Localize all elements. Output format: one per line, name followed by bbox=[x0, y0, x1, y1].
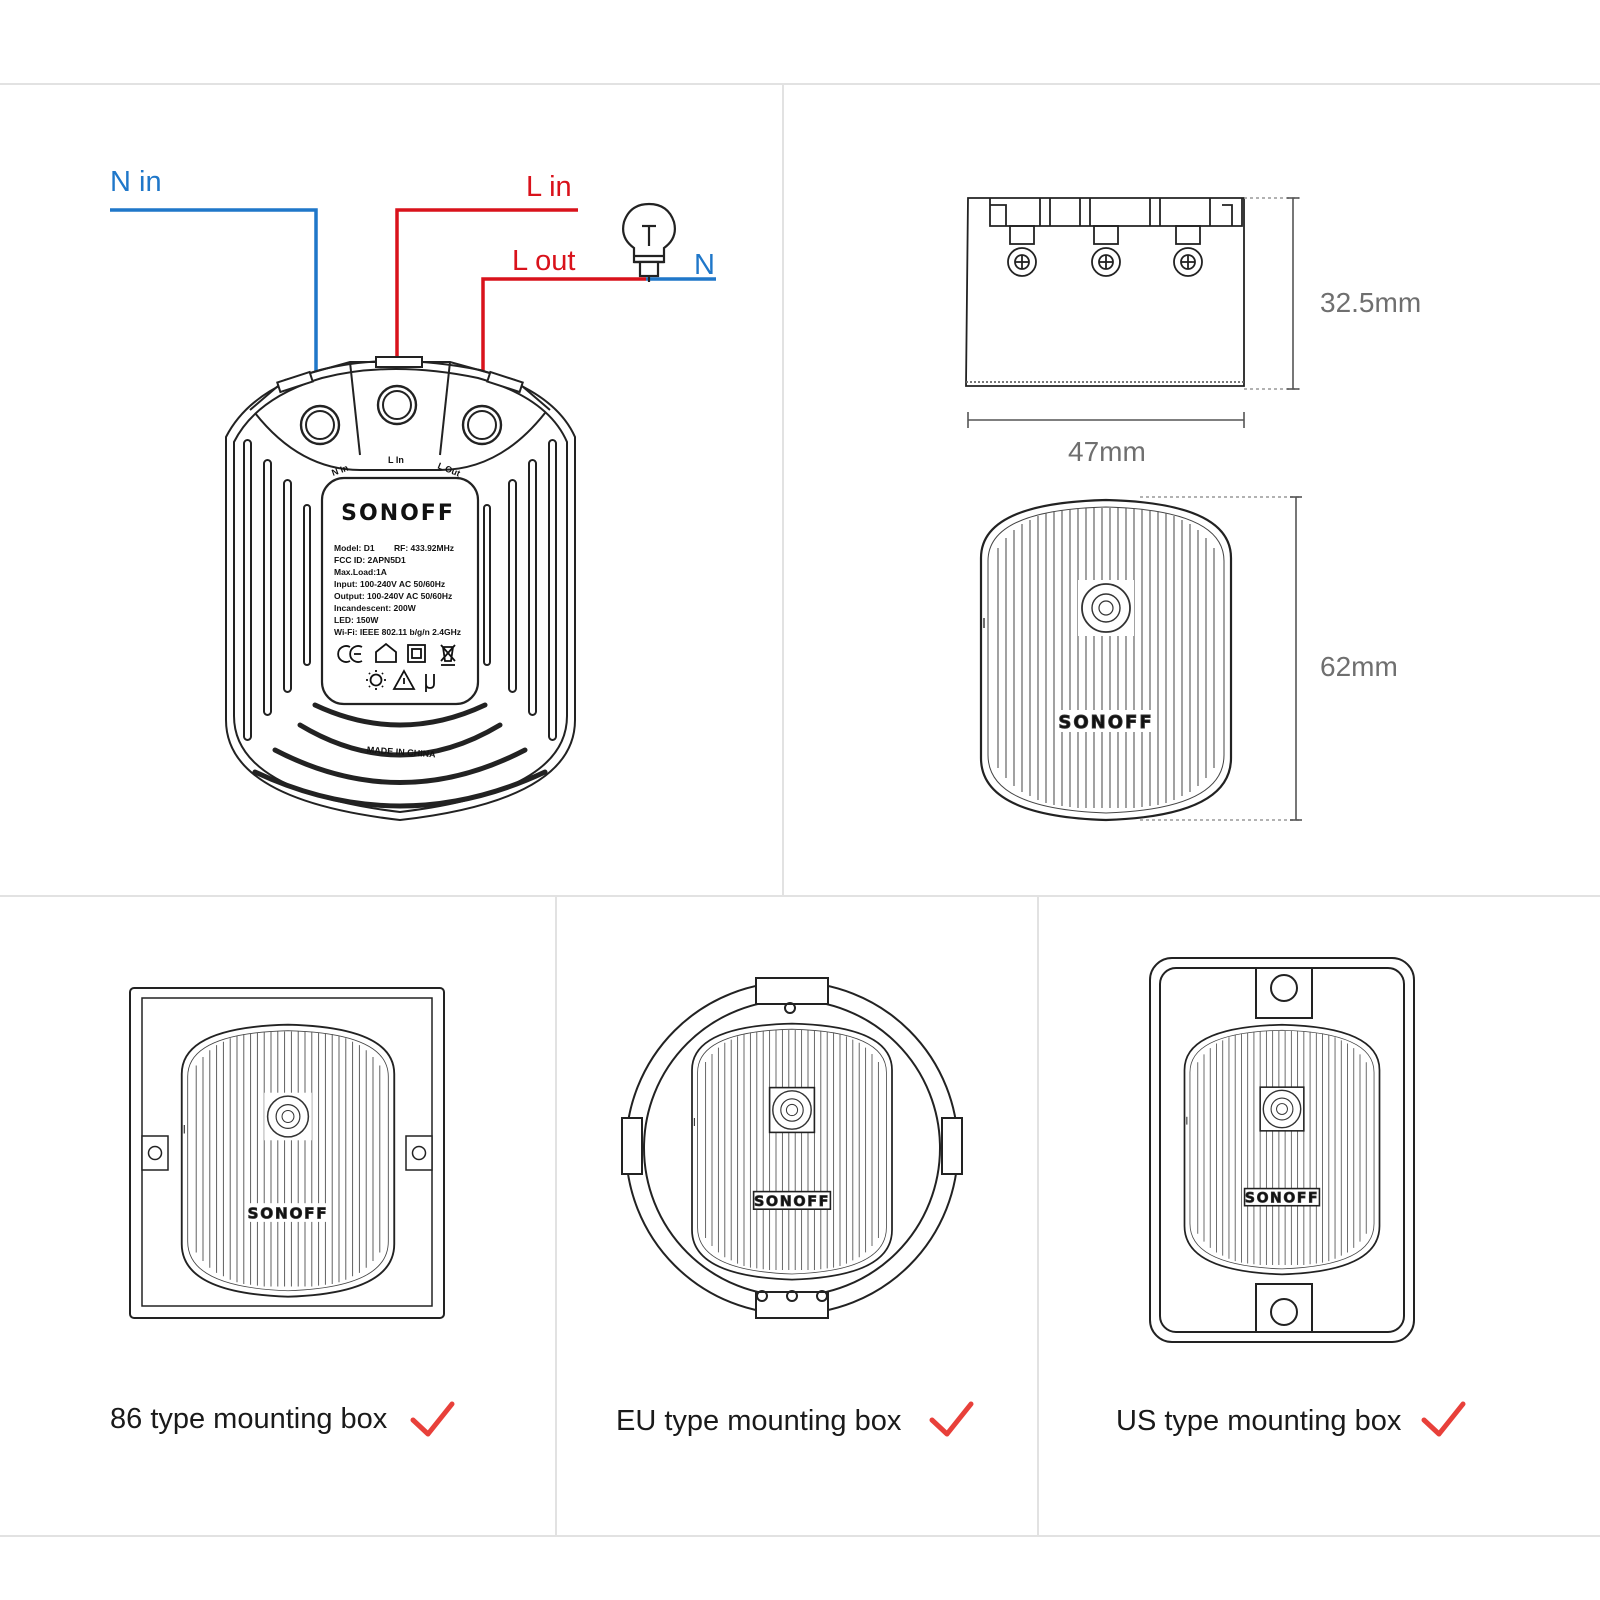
spec-output: Output: 100-240V AC 50/60Hz bbox=[334, 591, 452, 601]
height-dimension-label: 32.5mm bbox=[1320, 287, 1421, 318]
live-in-wire bbox=[395, 208, 578, 405]
mounting-box-86-label: 86 type mounting box bbox=[110, 1403, 388, 1435]
double-insulation-icon bbox=[407, 644, 426, 663]
weee-bin-icon bbox=[440, 644, 456, 662]
length-dimension-label: 62mm bbox=[1320, 651, 1398, 682]
sun-icon bbox=[369, 673, 383, 687]
mounting-box-eu-label: EU type mounting box bbox=[616, 1405, 902, 1437]
brand-logo: SONOFF bbox=[341, 501, 455, 526]
l-in-label: L in bbox=[526, 171, 572, 203]
width-dimension-label: 47mm bbox=[1068, 436, 1146, 467]
spec-input: Input: 100-240V AC 50/60Hz bbox=[334, 579, 445, 589]
wiring-diagram: N in L in L out N bbox=[110, 166, 716, 822]
spec-incandescent: Incandescent: 200W bbox=[334, 603, 417, 613]
terminal-screw-icon bbox=[1091, 225, 1121, 277]
check-mark-icon bbox=[1421, 1401, 1466, 1437]
check-mark-icon bbox=[410, 1401, 455, 1437]
made-in-china-text: MADE IN CHINA bbox=[366, 745, 436, 760]
terminal-screw-icon bbox=[1173, 225, 1203, 277]
spec-model: Model: D1 bbox=[334, 543, 375, 553]
top-view-device bbox=[979, 498, 1233, 822]
terminal-l-in-label: L In bbox=[388, 455, 404, 465]
mounting-box-86 bbox=[129, 987, 445, 1319]
mounting-box-us bbox=[1149, 957, 1415, 1343]
ce-mark-icon bbox=[337, 645, 351, 663]
mounting-box-us-label: US type mounting box bbox=[1116, 1405, 1402, 1437]
neutral-in-wire bbox=[110, 208, 318, 426]
spec-led: LED: 150W bbox=[334, 615, 379, 625]
spec-max-load: Max.Load:1A bbox=[334, 567, 387, 577]
spec-rf: RF: 433.92MHz bbox=[394, 543, 454, 553]
terminal-screw-icon bbox=[1007, 225, 1037, 277]
panel-grid bbox=[0, 83, 1600, 1537]
light-bulb-icon bbox=[622, 202, 676, 282]
side-view-drawing bbox=[965, 197, 1245, 387]
l-out-label: L out bbox=[512, 245, 575, 277]
spec-wifi: Wi-Fi: IEEE 802.11 b/g/n 2.4GHz bbox=[334, 627, 461, 637]
n-in-label: N in bbox=[110, 166, 162, 198]
dimension-lines bbox=[967, 197, 1302, 821]
sonoff-d1-front-view bbox=[225, 356, 576, 822]
check-mark-icon bbox=[929, 1401, 974, 1437]
warning-icon bbox=[392, 669, 416, 690]
label-plate: SONOFF Model: D1 RF: 433.92MHz FCC ID: 2… bbox=[334, 501, 461, 759]
spec-fcc: FCC ID: 2APN5D1 bbox=[334, 555, 406, 565]
certification-icons bbox=[337, 642, 456, 692]
n-label: N bbox=[694, 249, 715, 281]
indoor-use-icon bbox=[375, 642, 397, 663]
mounting-box-eu bbox=[621, 977, 963, 1319]
micro-disconnection-icon bbox=[425, 674, 435, 692]
